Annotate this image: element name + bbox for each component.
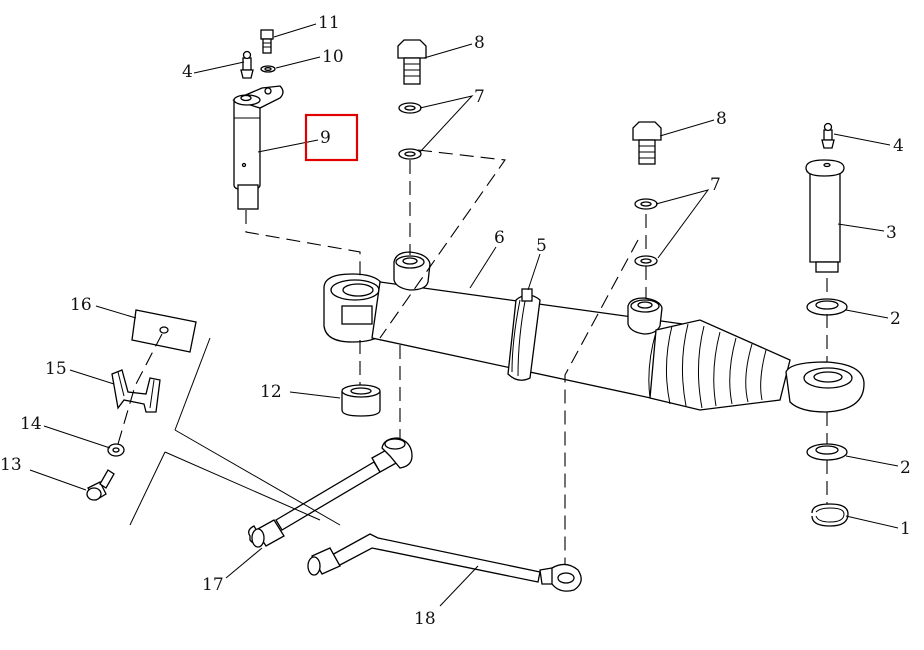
callout-4-right: 4 — [893, 136, 904, 156]
callout-9: 9 — [320, 128, 331, 148]
banjo-bolt-right — [632, 121, 662, 165]
bolt-11 — [260, 29, 274, 54]
hose-18 — [307, 533, 582, 592]
plate-16 — [131, 309, 197, 353]
grease-fitting-left — [240, 50, 254, 79]
callout-5: 5 — [536, 236, 547, 256]
callout-4-left: 4 — [182, 62, 193, 82]
callout-8-right: 8 — [716, 109, 727, 129]
callout-3: 3 — [886, 223, 897, 243]
callout-11: 11 — [318, 13, 340, 33]
snap-ring-1 — [811, 503, 849, 527]
callout-7-right: 7 — [710, 175, 721, 195]
callout-8-left: 8 — [474, 33, 485, 53]
callout-16: 16 — [70, 295, 92, 315]
clip-15 — [111, 369, 161, 413]
washer-10 — [260, 65, 276, 73]
callout-15: 15 — [45, 359, 67, 379]
callout-6: 6 — [494, 228, 505, 248]
highlight-box — [304, 113, 359, 162]
pivot-pin-left — [232, 85, 284, 210]
callout-17: 17 — [202, 575, 224, 595]
callout-labels: 1 2 2 3 4 4 5 6 7 7 8 8 9 10 11 12 13 14… — [0, 13, 911, 629]
washers-right — [634, 198, 658, 267]
callout-14: 14 — [20, 414, 42, 434]
bushing-12 — [341, 384, 381, 417]
washer-14 — [107, 443, 125, 457]
washer-2-upper — [806, 298, 848, 316]
hose-17 — [248, 437, 413, 548]
callout-2-upper: 2 — [890, 309, 901, 329]
washer-2-lower — [806, 443, 848, 461]
callout-12: 12 — [260, 382, 282, 402]
grease-fitting-right — [821, 122, 835, 149]
frame-outline — [129, 337, 341, 526]
callout-2-lower: 2 — [900, 458, 911, 478]
callout-18: 18 — [414, 609, 436, 629]
pivot-pin-right — [805, 159, 845, 273]
callout-13: 13 — [0, 455, 22, 475]
bolt-13 — [86, 469, 115, 501]
callout-7-left: 7 — [474, 87, 485, 107]
leader-lines — [29, 23, 899, 607]
washers-left — [398, 102, 422, 160]
banjo-bolt-left — [397, 39, 427, 85]
callout-1: 1 — [900, 519, 911, 539]
hydraulic-cylinder — [323, 251, 865, 413]
callout-10: 10 — [322, 47, 344, 67]
assembly-lines — [117, 149, 828, 565]
